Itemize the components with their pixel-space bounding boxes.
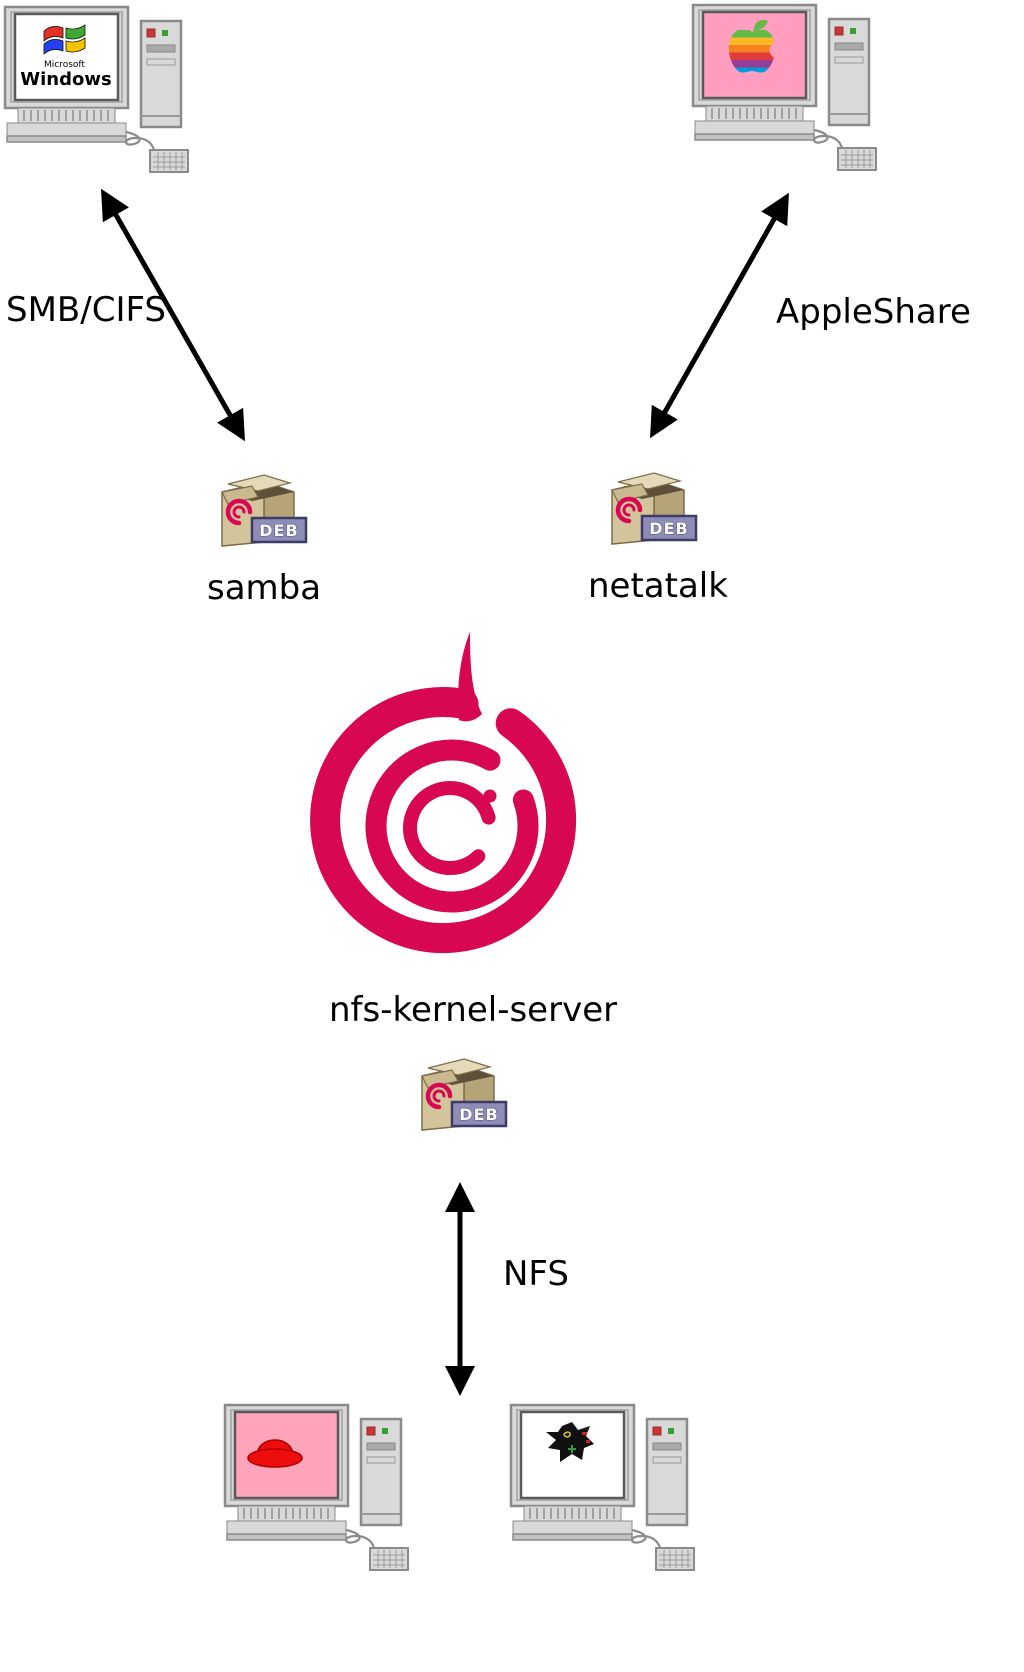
samba-deb-package-icon — [208, 460, 312, 556]
samba-label: samba — [207, 568, 322, 608]
smb-cifs-label: SMB/CIFS — [6, 290, 167, 330]
apple-rainbow-logo-icon — [728, 20, 787, 73]
debian-swirl-logo — [310, 632, 577, 953]
netatalk-label: netatalk — [588, 566, 728, 606]
black-mascot-icon — [546, 1422, 594, 1462]
appleshare-arrow — [650, 192, 789, 439]
netatalk-deb-package-icon — [598, 458, 702, 554]
unix-computer-icon — [508, 1402, 698, 1572]
microsoft-text: Microsoft — [44, 60, 85, 70]
appleshare-label: AppleShare — [776, 292, 971, 332]
redhat-computer-icon — [222, 1402, 412, 1572]
windows-logo-icon: Microsoft Windows — [20, 24, 112, 90]
windows-text: Windows — [20, 69, 111, 90]
macintosh-computer-icon — [690, 2, 880, 172]
nfs-kernel-server-label: nfs-kernel-server — [329, 990, 618, 1030]
nfs-label: NFS — [503, 1254, 569, 1294]
red-hat-icon — [247, 1439, 303, 1468]
nfs-deb-package-icon — [408, 1044, 512, 1140]
windows-computer-icon: Microsoft Windows — [2, 4, 192, 174]
